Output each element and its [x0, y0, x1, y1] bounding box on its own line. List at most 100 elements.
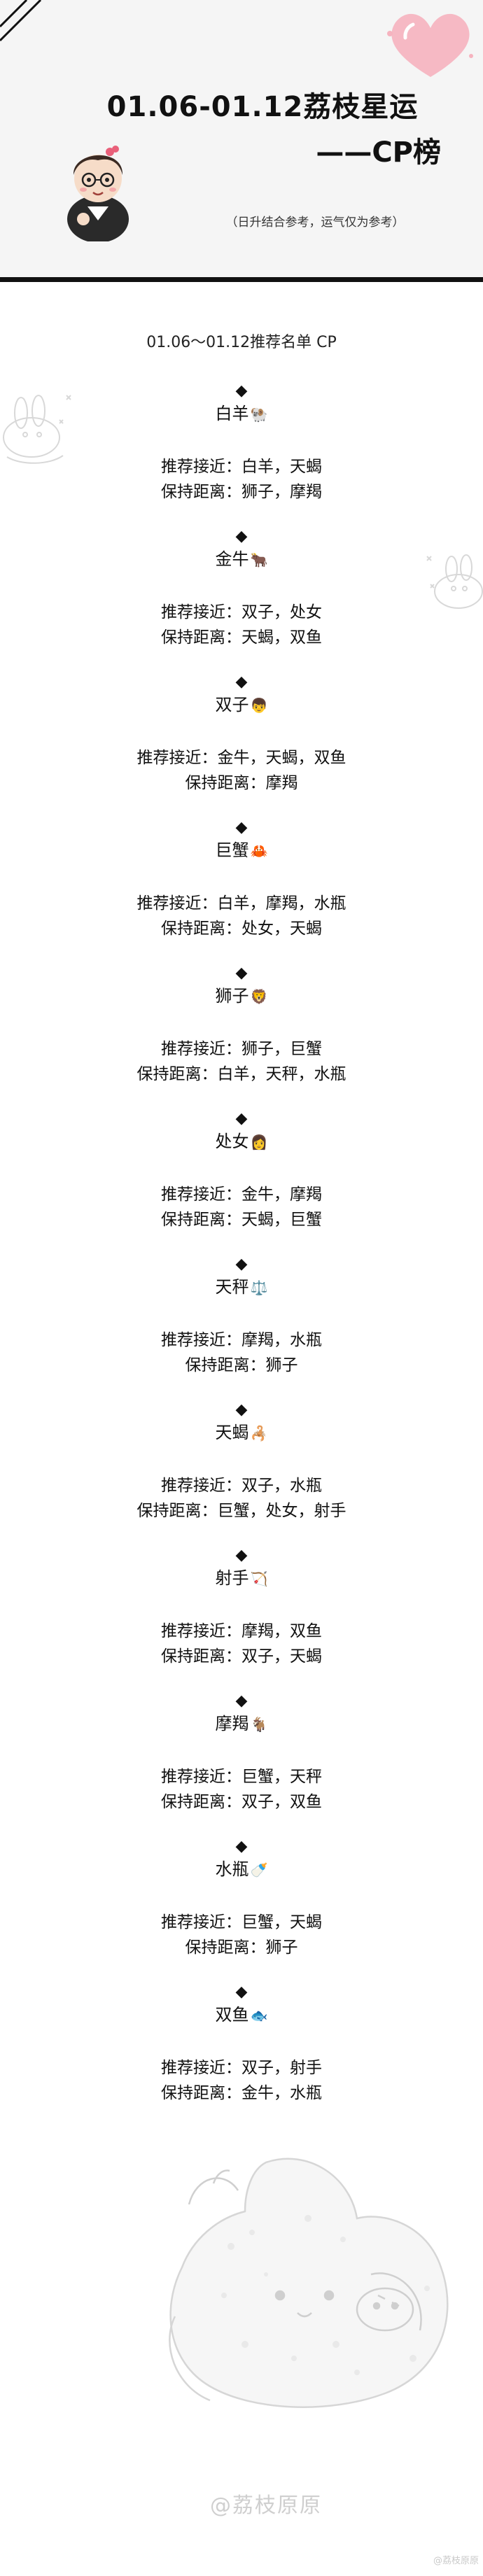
sign-name: 摩羯🐐 — [0, 1711, 483, 1736]
sign-name: 天秤⚖️ — [0, 1274, 483, 1300]
sign-emoji-icon: 🐂 — [250, 551, 268, 568]
cartoon-avatar-icon — [67, 146, 129, 241]
approach-line: 推荐接近：金牛，摩羯 — [0, 1182, 483, 1207]
approach-label: 推荐接近： — [161, 1185, 241, 1204]
approach-value: 双子，处女 — [241, 603, 322, 621]
sign-name-text: 巨蟹 — [215, 840, 249, 860]
distance-label: 保持距离： — [136, 1502, 218, 1520]
distance-line: 保持距离：金牛，水瓶 — [0, 2081, 483, 2106]
distance-line: 保持距离：巨蟹，处女，射手 — [0, 1498, 483, 1523]
sign-emoji-icon: 🏹 — [250, 1570, 268, 1587]
approach-line: 推荐接近：巨蟹，天蝎 — [0, 1910, 483, 1935]
distance-value: 白羊，天秤，水瓶 — [217, 1065, 346, 1083]
diamond-icon: ◆ — [235, 382, 248, 400]
approach-line: 推荐接近：摩羯，水瓶 — [0, 1328, 483, 1353]
page-title: 01.06-01.12荔枝星运 — [106, 91, 419, 123]
distance-line: 保持距离：白羊，天秤，水瓶 — [0, 1062, 483, 1087]
sign-name: 白羊🐏 — [0, 401, 483, 426]
approach-value: 狮子，巨蟹 — [241, 1040, 322, 1058]
approach-value: 摩羯，双鱼 — [241, 1622, 322, 1640]
diamond-icon: ◆ — [235, 673, 248, 691]
distance-value: 双子，双鱼 — [241, 1793, 322, 1811]
approach-value: 双子，射手 — [241, 2059, 322, 2077]
distance-line: 保持距离：狮子 — [0, 1935, 483, 1960]
signs-container: ◆白羊🐏推荐接近：白羊，天蝎保持距离：狮子，摩羯◆金牛🐂推荐接近：双子，处女保持… — [0, 381, 483, 2104]
sign-name: 双鱼🐟 — [0, 2002, 483, 2027]
approach-value: 双子，水瓶 — [241, 1477, 322, 1495]
sign-emoji-icon: 🐏 — [250, 406, 268, 423]
sign-name: 水瓶🍼 — [0, 1857, 483, 1882]
sign-name-text: 天秤 — [215, 1277, 249, 1297]
sign-emoji-icon: 🦂 — [250, 1425, 268, 1442]
sign-emoji-icon: 🍼 — [250, 1861, 268, 1878]
approach-value: 白羊，摩羯，水瓶 — [217, 894, 346, 913]
sign-entry: ◆双子👦推荐接近：金牛，天蝎，双鱼保持距离：摩羯 — [0, 673, 483, 794]
distance-value: 巨蟹，处女，射手 — [217, 1502, 346, 1520]
approach-value: 巨蟹，天秤 — [241, 1768, 322, 1786]
heart-icon — [387, 13, 473, 77]
disclaimer-note: （日升结合参考，运气仅为参考） — [225, 216, 405, 230]
bunny-doodle-icon-right — [426, 554, 483, 609]
approach-line: 推荐接近：金牛，天蝎，双鱼 — [0, 745, 483, 770]
approach-line: 推荐接近：双子，射手 — [0, 2055, 483, 2081]
sign-entry: ◆摩羯🐐推荐接近：巨蟹，天秤保持距离：双子，双鱼 — [0, 1691, 483, 1813]
distance-line: 保持距离：处女，天蝎 — [0, 916, 483, 941]
diamond-icon: ◆ — [235, 819, 248, 836]
distance-line: 保持距离：摩羯 — [0, 770, 483, 796]
distance-label: 保持距离： — [185, 774, 266, 792]
bunny-doodle-icon — [3, 395, 71, 464]
approach-label: 推荐接近： — [161, 458, 241, 476]
distance-line: 保持距离：双子，双鱼 — [0, 1789, 483, 1815]
diamond-icon: ◆ — [235, 964, 248, 982]
sign-emoji-icon: 🐟 — [250, 2007, 268, 2024]
distance-label: 保持距离： — [161, 483, 241, 501]
sign-emoji-icon: 👩 — [250, 1134, 268, 1150]
approach-label: 推荐接近： — [136, 894, 218, 913]
page-subtitle: ——CP榜 — [316, 136, 441, 169]
approach-label: 推荐接近： — [161, 1768, 241, 1786]
distance-line: 保持距离：双子，天蝎 — [0, 1644, 483, 1669]
distance-value: 处女，天蝎 — [241, 920, 322, 938]
sign-name-text: 射手 — [215, 1568, 249, 1588]
sign-name-text: 白羊 — [215, 404, 249, 423]
approach-label: 推荐接近： — [161, 1622, 241, 1640]
distance-value: 金牛，水瓶 — [241, 2084, 322, 2102]
sign-emoji-icon: 🦁 — [250, 988, 268, 1005]
approach-value: 金牛，摩羯 — [241, 1185, 322, 1204]
sign-entry: ◆天秤⚖️推荐接近：摩羯，水瓶保持距离：狮子 — [0, 1255, 483, 1376]
distance-label: 保持距离： — [185, 1938, 266, 1957]
approach-label: 推荐接近： — [161, 1477, 241, 1495]
approach-line: 推荐接近：摩羯，双鱼 — [0, 1619, 483, 1644]
sign-name-text: 摩羯 — [215, 1714, 249, 1733]
cp-ranking-list: 01.06～01.12推荐名单 CP ◆白羊🐏推荐接近：白羊，天蝎保持距离：狮子… — [0, 329, 483, 2104]
distance-value: 狮子 — [265, 1356, 298, 1374]
diamond-icon: ◆ — [235, 1692, 248, 1710]
sign-name-text: 水瓶 — [215, 1859, 249, 1879]
distance-value: 狮子，摩羯 — [241, 483, 322, 501]
sign-name: 金牛🐂 — [0, 547, 483, 572]
footer-watermark: @荔枝原原 — [210, 2493, 322, 2518]
sign-entry: ◆处女👩推荐接近：金牛，摩羯保持距离：天蝎，巨蟹 — [0, 1109, 483, 1230]
sign-emoji-icon: 👦 — [250, 697, 268, 714]
approach-line: 推荐接近：狮子，巨蟹 — [0, 1036, 483, 1062]
sign-entry: ◆双鱼🐟推荐接近：双子，射手保持距离：金牛，水瓶 — [0, 1983, 483, 2104]
sign-name: 射手🏹 — [0, 1565, 483, 1591]
approach-line: 推荐接近：双子，处女 — [0, 600, 483, 625]
header-banner: 01.06-01.12荔枝星运 ——CP榜 （日升结合参考，运气仅为参考） — [0, 0, 483, 280]
approach-label: 推荐接近： — [161, 603, 241, 621]
approach-label: 推荐接近： — [161, 1913, 241, 1931]
sign-entry: ◆白羊🐏推荐接近：白羊，天蝎保持距离：狮子，摩羯 — [0, 381, 483, 502]
sign-emoji-icon: 🐐 — [250, 1716, 268, 1733]
approach-value: 白羊，天蝎 — [241, 458, 322, 476]
sign-name-text: 狮子 — [215, 986, 249, 1006]
mascot-doodle-icon — [169, 2158, 449, 2408]
diamond-icon: ◆ — [235, 1255, 248, 1273]
approach-label: 推荐接近： — [136, 749, 218, 767]
distance-label: 保持距离： — [136, 1065, 218, 1083]
sign-name-text: 处女 — [215, 1132, 249, 1151]
corner-lines-decoration — [0, 0, 42, 42]
sign-name: 巨蟹🦀 — [0, 838, 483, 863]
distance-label: 保持距离： — [161, 628, 241, 647]
distance-value: 狮子 — [265, 1938, 298, 1957]
sign-emoji-icon: ⚖️ — [250, 1279, 268, 1296]
